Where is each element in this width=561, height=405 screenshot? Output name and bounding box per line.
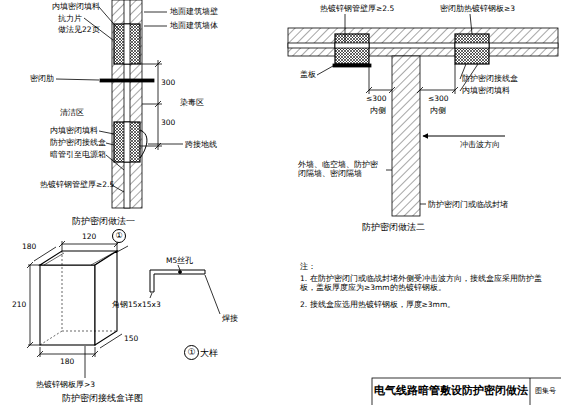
part-label: 外墙、临空墙、防护密闭隔墙、密闭隔墙 <box>298 160 384 178</box>
part-label: M5丝孔 <box>166 256 193 265</box>
title-text: 电气线路暗管敷设防护密闭做法 <box>374 385 528 397</box>
callout-text: ① <box>187 348 195 358</box>
part-label: 防护密闭接线盒 <box>50 138 106 147</box>
part-label: 密闭肋热镀锌钢板≥3 <box>440 4 515 13</box>
dimension: 180 <box>60 357 74 366</box>
detail-label: 大样 <box>200 348 218 359</box>
side-label: 内侧 <box>430 106 446 115</box>
dimension: ≤300 <box>366 94 387 103</box>
part-label: 防护密闭接线盒 <box>462 74 518 83</box>
zone-label: 染毒区 <box>180 98 204 107</box>
dimension: 180 <box>22 242 36 251</box>
title-text: 图集号 <box>535 388 556 396</box>
method-two-drawing <box>288 14 558 216</box>
callout-number: ① <box>184 345 199 360</box>
callout-text: ① <box>115 232 122 241</box>
part-label: 内填密闭填料 <box>50 126 98 135</box>
title-block-frame <box>372 378 561 405</box>
figure-caption: 防护密闭做法一 <box>72 216 135 227</box>
side-label: 内侧 <box>370 106 386 115</box>
part-label: 地面建筑墙体 <box>170 21 218 30</box>
dimension: 120 <box>82 232 96 241</box>
direction-label: 冲击波方向 <box>460 140 500 149</box>
part-label: 密闭肋 <box>30 74 54 83</box>
dimension: 210 <box>12 300 26 309</box>
part-label: 焊接 <box>222 314 238 323</box>
part-label: 内填密闭填料 <box>52 2 100 11</box>
note-text: 2. 接线盒应选用热镀锌钢板，厚度≥3mm。 <box>300 300 552 309</box>
part-label: 防护密闭门或临战封堵 <box>428 200 508 209</box>
note-text: 1. 在防护密闭门或临战封堵外侧受冲击波方向，接线盒应采用防护盖板，盖板厚度应为… <box>300 274 552 292</box>
part-label: 内填密闭填料 <box>462 86 510 95</box>
part-label: 跨接地线 <box>185 140 217 149</box>
figure-caption: 防护密闭接线盒详图 <box>62 393 143 404</box>
part-label: 暗管引至电源箱 <box>50 150 106 159</box>
part-label: 热镀锌钢管壁厚≥2.5 <box>40 180 114 189</box>
part-label: 抗力片 <box>58 14 82 23</box>
dimension: 150 <box>124 334 138 343</box>
part-label: 盖板 <box>300 70 316 79</box>
zone-label: 清洁区 <box>60 108 84 117</box>
atlas-number-cell: 图集号 <box>531 379 560 404</box>
method-one-drawing <box>56 0 183 208</box>
part-label: 地面建筑墙壁 <box>170 7 218 16</box>
dimension: 300 <box>161 118 175 127</box>
figure-caption: 防护密闭做法二 <box>362 222 425 233</box>
part-label: 热镀锌钢板厚>3 <box>36 380 95 389</box>
title-cell: 电气线路暗管敷设防护密闭做法 <box>373 379 529 404</box>
reference-note: 做法见22页 <box>58 25 100 34</box>
part-label: 角钢15x15x3 <box>112 300 161 309</box>
dimension: ≤300 <box>428 94 449 103</box>
note-heading: 注： <box>300 262 316 271</box>
dimension: 300 <box>161 78 175 87</box>
junction-box-detail <box>27 241 220 378</box>
callout-number: ① <box>112 229 126 243</box>
part-label: 热镀锌钢管壁厚≥2.5 <box>320 4 394 13</box>
